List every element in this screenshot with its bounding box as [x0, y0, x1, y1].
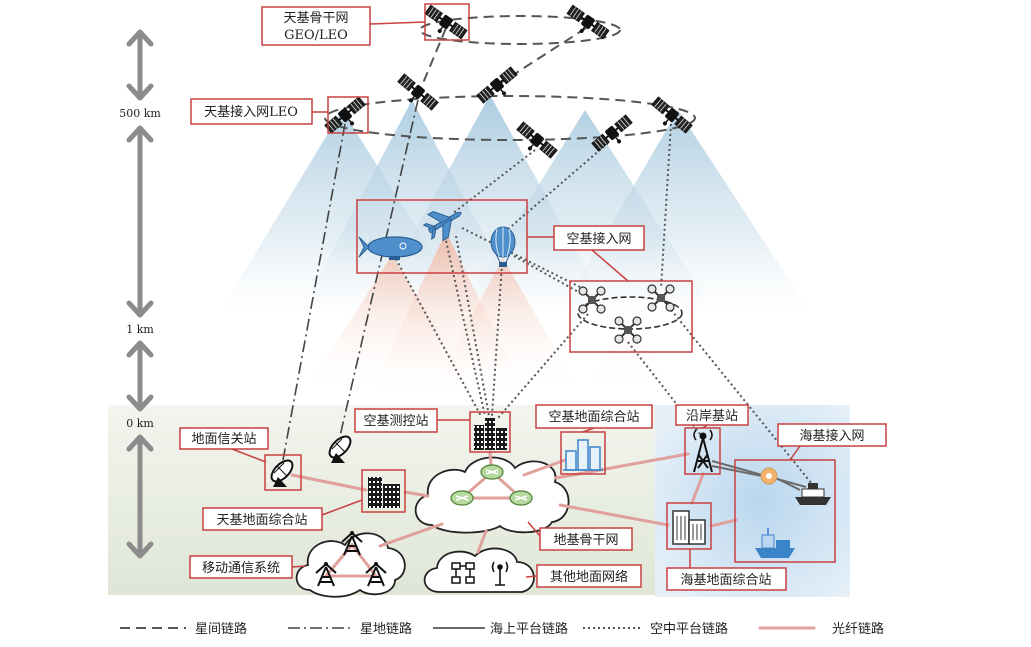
legend-label: 空中平台链路	[650, 621, 728, 637]
mobile-comm-cloud	[295, 532, 406, 598]
label-space-access-text: 天基接入网LEO	[204, 104, 298, 120]
ground-backbone-cloud	[414, 456, 570, 534]
space-ground-station-building-icon	[368, 477, 400, 508]
sea-ground-station-box	[666, 502, 712, 550]
label-space-ground-station: 天基地面综合站	[202, 507, 323, 531]
label-air-ground-station-text: 空基地面综合站	[548, 410, 639, 425]
legend: 星间链路 星地链路 海上平台链路 空中平台链路 光纤链路	[120, 621, 884, 637]
label-air-ground-station: 空基地面综合站	[535, 404, 653, 429]
altitude-500km: 500 km	[119, 107, 161, 120]
legend-item-sea-platform: 海上平台链路	[433, 621, 568, 637]
label-coastal-base-station: 沿岸基站	[675, 404, 749, 426]
label-sea-ground-station: 海基地面综合站	[666, 567, 787, 591]
balloon-icon	[490, 226, 516, 267]
label-mobile-comm: 移动通信系统	[189, 555, 293, 579]
legend-label: 星间链路	[195, 621, 247, 637]
legend-label: 海上平台链路	[490, 621, 568, 637]
label-coastal-base-station-text: 沿岸基站	[686, 409, 738, 424]
label-air-access: 空基接入网	[553, 225, 645, 251]
air-ground-station-icon	[563, 439, 603, 471]
legend-item-inter-satellite: 星间链路	[120, 621, 247, 637]
space-ground-station-box	[361, 469, 406, 513]
label-connectors	[231, 21, 801, 578]
legend-item-fiber: 光纤链路	[758, 621, 884, 637]
label-ground-gateway-text: 地面信关站	[191, 432, 256, 447]
legend-item-air-platform: 空中平台链路	[583, 621, 728, 637]
label-mobile-comm-text: 移动通信系统	[202, 561, 280, 576]
router-icon	[450, 490, 474, 506]
satellite-dish-icon	[270, 459, 294, 487]
label-space-backbone: 天基骨干网 GEO/LEO	[261, 6, 371, 46]
router-icon	[509, 490, 533, 506]
gateway-dish-box	[264, 454, 302, 491]
highlight-boxes	[231, 3, 836, 578]
air-control-station-building-icon	[474, 418, 507, 450]
coastal-tower-box	[684, 427, 721, 475]
altitude-1km: 1 km	[126, 323, 154, 336]
coastal-tower-icon	[693, 429, 713, 473]
legend-item-satellite-ground: 星地链路	[288, 621, 412, 637]
label-space-access: 天基接入网LEO	[190, 98, 313, 125]
label-air-control-station-text: 空基测控站	[363, 414, 428, 429]
label-ground-gateway: 地面信关站	[179, 427, 269, 450]
altitude-axis: 500 km 1 km 0 km	[119, 29, 161, 559]
uav-box	[569, 280, 693, 353]
label-sea-access-text: 海基接入网	[799, 428, 864, 444]
cargo-ship-icon	[755, 528, 795, 558]
ferry-ship-icon	[795, 483, 831, 505]
satellite-dish-icon	[328, 435, 352, 463]
air-platform-links	[395, 123, 813, 485]
airplane-icon	[422, 210, 462, 242]
label-air-control-station: 空基测控站	[354, 408, 438, 433]
antenna-signal-icon	[491, 561, 509, 586]
fiber-links	[290, 450, 738, 578]
label-sea-access: 海基接入网	[777, 423, 887, 447]
label-space-backbone-line2: GEO/LEO	[284, 28, 348, 43]
label-other-ground-network: 其他地面网络	[536, 564, 642, 588]
satellite-icon	[475, 65, 523, 110]
sea-ground-station-building-icon	[672, 510, 706, 545]
legend-label: 光纤链路	[832, 621, 884, 637]
uav-swarm	[577, 284, 683, 344]
label-ground-backbone: 地基骨干网	[539, 527, 633, 551]
coverage-mountains	[220, 95, 810, 312]
network-topology-icon	[451, 562, 475, 584]
legend-label: 星地链路	[360, 621, 412, 637]
text-labels: 天基骨干网 GEO/LEO 天基接入网LEO 空基接入网 空基测控站 空基地面综…	[179, 6, 887, 591]
air-coverage-cones	[305, 232, 690, 405]
altitude-0km: 0 km	[126, 417, 154, 430]
air-control-station-box	[469, 411, 511, 453]
label-space-ground-station-text: 天基地面综合站	[216, 513, 307, 528]
location-marker-icon	[760, 467, 778, 485]
label-air-access-text: 空基接入网	[566, 231, 631, 247]
label-ground-backbone-text: 地基骨干网	[553, 533, 618, 548]
label-sea-ground-station-text: 海基地面综合站	[680, 573, 771, 588]
label-other-ground-network-text: 其他地面网络	[550, 569, 628, 585]
router-icon	[480, 464, 504, 480]
leo-satellite-box	[327, 96, 369, 134]
airship-icon	[358, 236, 423, 260]
sea-access-box	[734, 459, 836, 563]
satellite-ground-links	[282, 99, 419, 461]
geo-satellites	[419, 3, 611, 47]
label-space-backbone-line1: 天基骨干网	[283, 11, 348, 26]
